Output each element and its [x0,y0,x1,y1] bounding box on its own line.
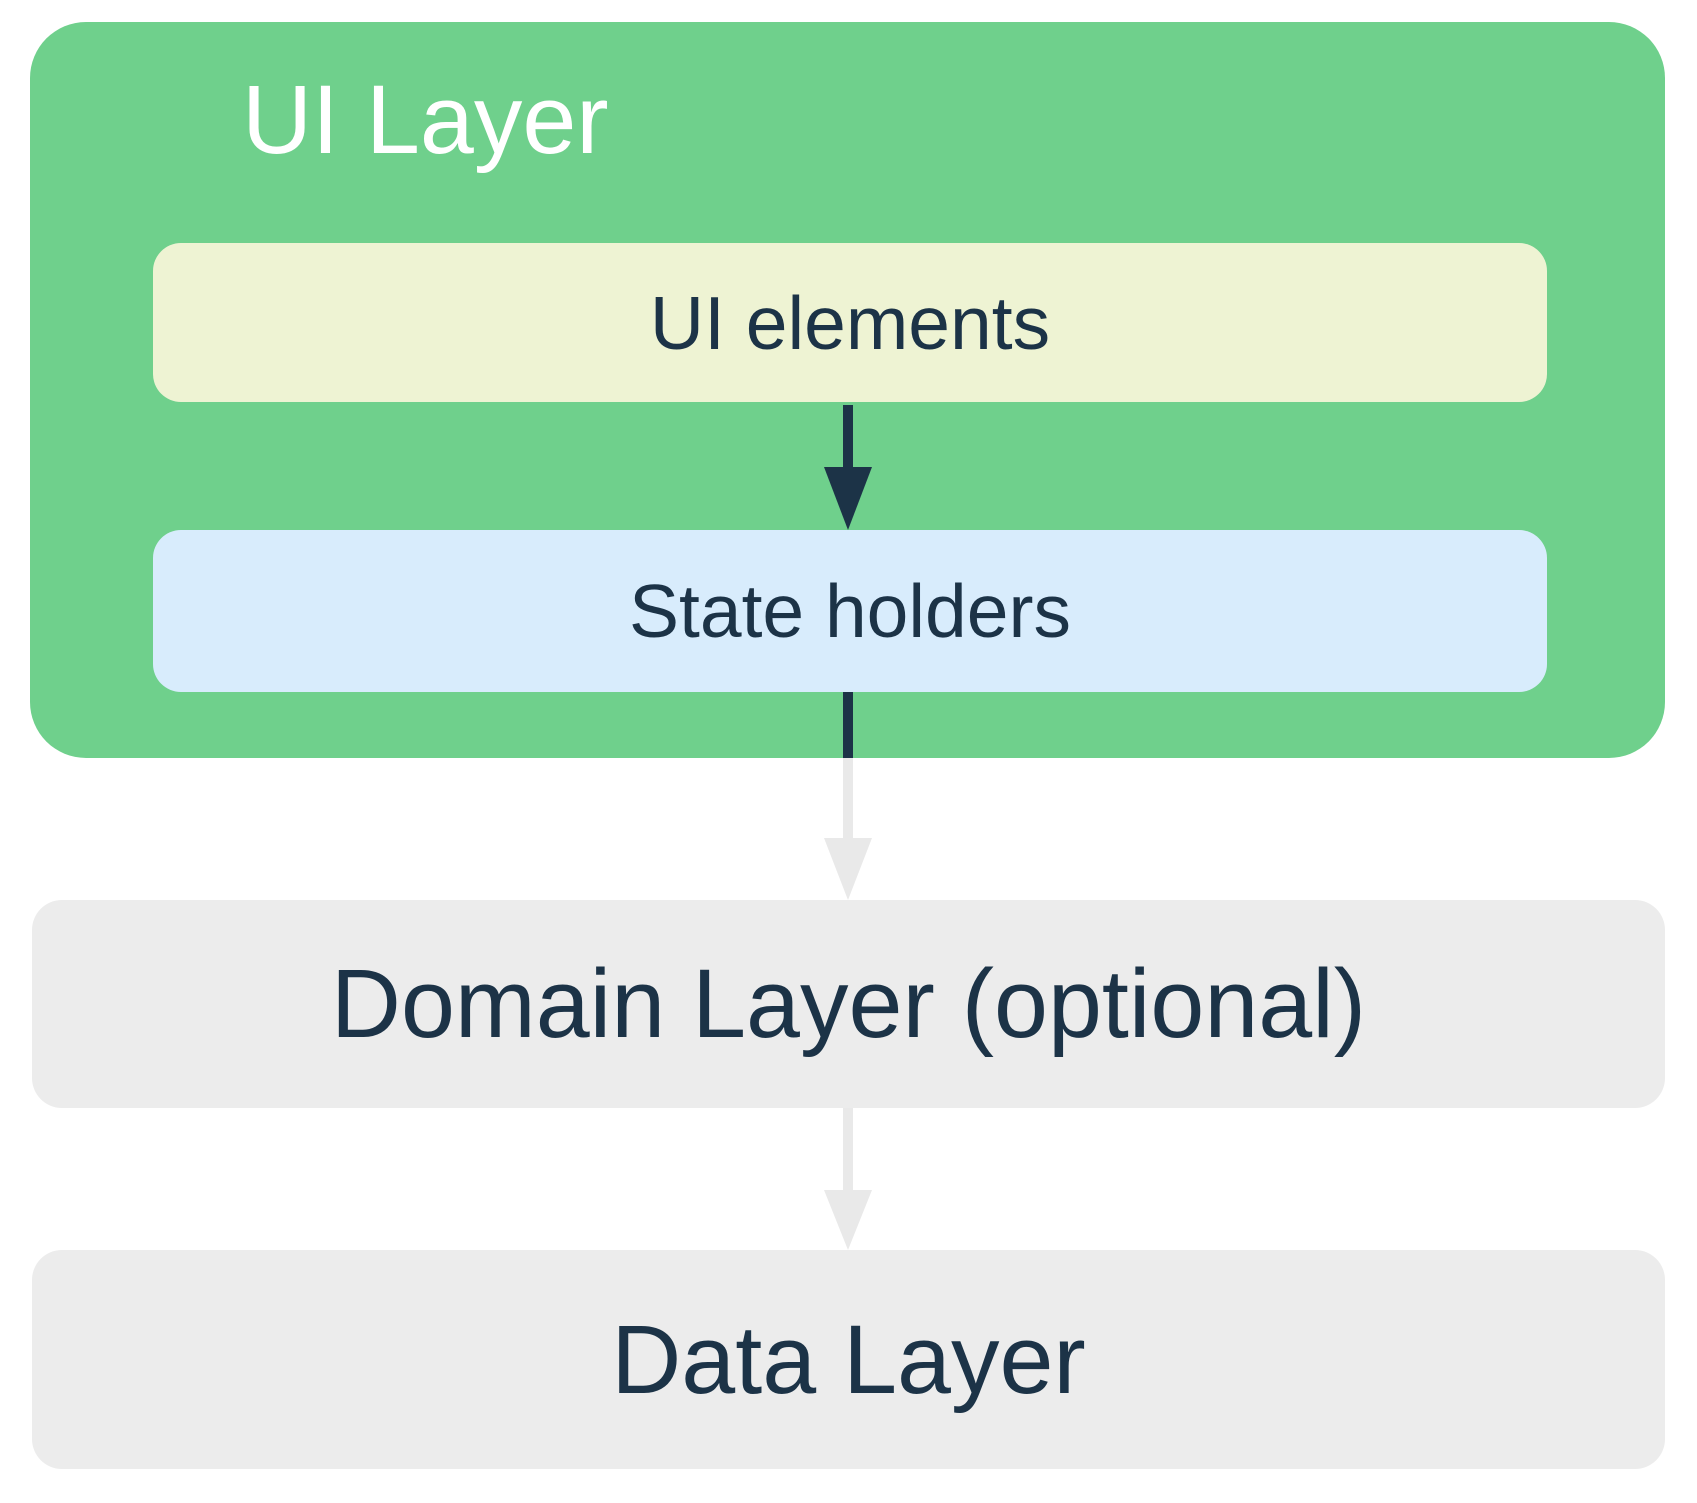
ui-layer-box: UI Layer UI elements State holders [30,22,1665,758]
ui-layer-title: UI Layer [242,65,609,174]
down-arrow-shaft [843,405,853,467]
down-arrow-head-icon [824,1190,872,1250]
data-layer-label: Data Layer [611,1304,1086,1414]
state-holders-label: State holders [629,569,1071,653]
state-holders-box: State holders [153,530,1547,692]
data-layer-box: Data Layer [32,1250,1665,1469]
down-arrow-shaft [843,692,853,758]
down-arrow-head-icon [824,467,872,530]
down-arrow-head-icon [824,838,872,900]
domain-layer-label: Domain Layer (optional) [330,949,1367,1058]
ui-elements-box: UI elements [153,243,1547,402]
down-arrow-shaft [843,758,853,838]
domain-layer-box: Domain Layer (optional) [32,900,1665,1108]
ui-elements-label: UI elements [649,280,1051,365]
down-arrow-shaft [843,1108,853,1190]
